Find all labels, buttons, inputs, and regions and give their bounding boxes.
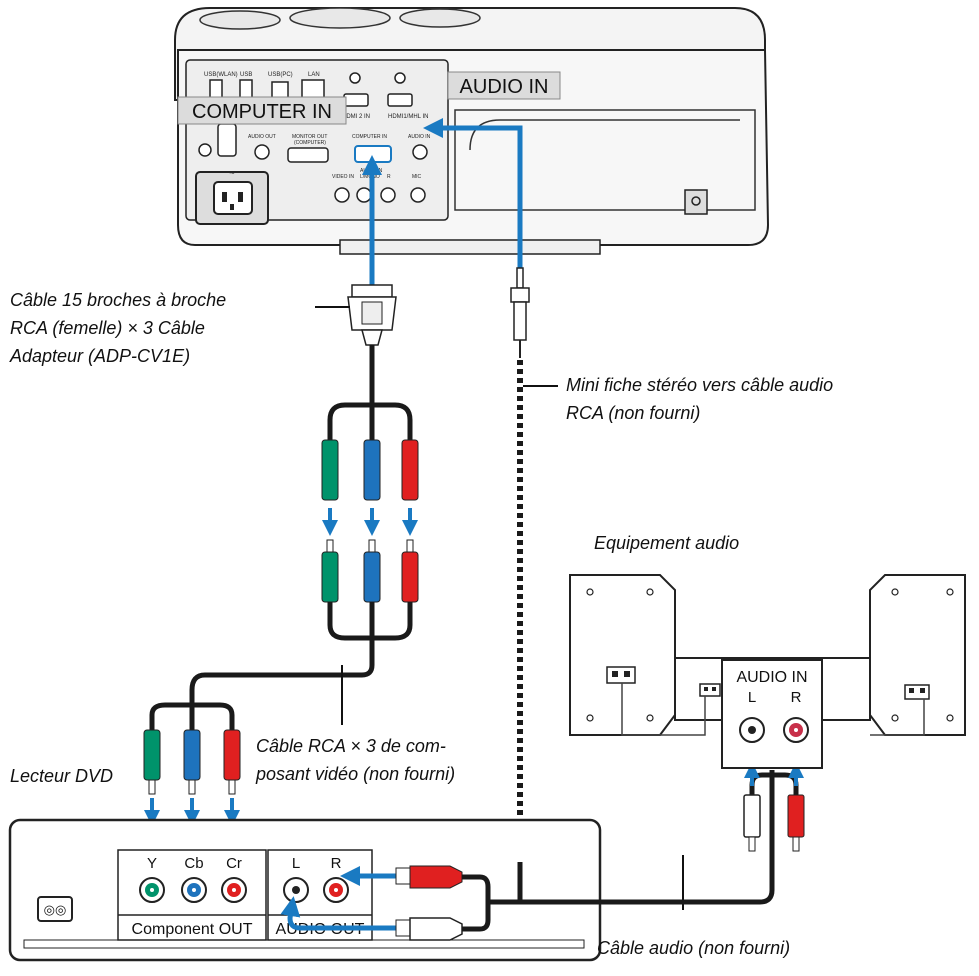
speaker-label-r: R xyxy=(791,689,802,706)
port-label-usb-pc: USB(PC) xyxy=(268,72,293,78)
usb-pc-port[interactable] xyxy=(271,81,289,99)
audio-cable-label: Câble audio (non fourni) xyxy=(597,938,790,958)
port-label-video-in: VIDEO IN xyxy=(332,174,354,180)
dvd-component-out-label: Component OUT xyxy=(132,921,253,938)
security-slot-icon xyxy=(684,189,708,215)
port-label-mic: MIC xyxy=(412,174,422,180)
dvd-player-label: Lecteur DVD xyxy=(10,766,113,786)
right-speaker-terminal-icon xyxy=(904,684,930,700)
hdmi1-port[interactable] xyxy=(387,93,413,107)
port-label-lan: LAN xyxy=(308,72,320,78)
audio-l-port[interactable] xyxy=(356,187,372,203)
speaker-audio-in-label: AUDIO IN xyxy=(736,669,807,686)
port-label-monitor-out: MONITOR OUT xyxy=(292,134,327,140)
power-socket-icon xyxy=(37,896,73,922)
rs232-port[interactable] xyxy=(217,123,237,157)
speaker-label-l: L xyxy=(748,689,756,706)
dvd-player: ◎◎ Y Cb Cr Component OUT L R AUDIO OUT xyxy=(8,818,602,962)
power-inlet-icon xyxy=(213,181,253,215)
projector-connection-arrows xyxy=(362,118,523,285)
adapter-cable xyxy=(143,284,419,826)
right-speaker xyxy=(869,574,966,736)
port-label-monitor-out-sub: (COMPUTER) xyxy=(294,140,326,146)
mic-port[interactable] xyxy=(410,187,426,203)
hdmi2-port[interactable] xyxy=(343,93,369,107)
svg-text:~: ~ xyxy=(229,168,234,178)
dvd-label-cb: Cb xyxy=(184,855,203,872)
mini-plug-cable xyxy=(510,267,530,862)
port-label-usb: USB xyxy=(240,72,252,78)
port-label-hdmi2: HDMI 2 IN xyxy=(342,114,370,120)
blue-female-plug xyxy=(363,439,381,501)
adapter-cable-label-line3: Adapteur (ADP-CV1E) xyxy=(9,346,190,366)
dvd-label-y: Y xyxy=(147,855,157,872)
audio-in-tag-box xyxy=(447,71,561,100)
port-label-usb-wlan: USB(WLAN) xyxy=(204,72,238,78)
monitor-out-port[interactable] xyxy=(287,147,329,163)
dvd-label-cr: Cr xyxy=(226,855,242,872)
audio-in-port[interactable] xyxy=(412,144,428,160)
adapter-cable-label-line1: Câble 15 broches à broche xyxy=(10,290,226,310)
lens-ring-icon xyxy=(199,10,281,30)
audio-in-tag: AUDIO IN xyxy=(460,76,549,98)
computer-in-port[interactable] xyxy=(354,145,392,163)
projector: ~ USB(WLAN) USB USB(PC) LAN HDMI 2 IN HD… xyxy=(174,7,770,255)
video-in-port[interactable] xyxy=(334,187,350,203)
computer-in-tag: COMPUTER IN xyxy=(192,101,332,123)
dvd-label-r: R xyxy=(331,855,342,872)
green-female-plug xyxy=(321,439,339,501)
port-label-audio-out: AUDIO OUT xyxy=(248,134,276,140)
red-female-plug xyxy=(401,439,419,501)
component-cable-label-line1: Câble RCA × 3 de com- xyxy=(256,736,446,756)
dvd-label-l: L xyxy=(292,855,300,872)
component-cable-label-line2: posant vidéo (non fourni) xyxy=(255,764,455,784)
audio-out-port[interactable] xyxy=(254,144,270,160)
port-label-audio-in: AUDIO IN xyxy=(408,134,431,140)
port-label-computer-in: COMPUTER IN xyxy=(352,134,387,140)
dvd-audio-cable xyxy=(280,762,805,941)
port-label-hdmi1: HDMI1/MHL IN xyxy=(388,114,428,120)
audio-equipment-label: Equipement audio xyxy=(594,533,739,553)
audio-r-port[interactable] xyxy=(380,187,396,203)
mini-plug-icon xyxy=(513,301,527,341)
left-speaker-terminal-icon xyxy=(606,666,636,684)
port-label-r: R xyxy=(387,174,391,180)
svg-text:◎◎: ◎◎ xyxy=(44,902,67,917)
mini-plug-label-line1: Mini fiche stéréo vers câble audio xyxy=(566,375,833,395)
mini-plug-label-line2: RCA (non fourni) xyxy=(566,403,700,423)
adapter-cable-label-line2: RCA (femelle) × 3 Câble xyxy=(10,318,205,338)
computer-in-tag-box xyxy=(177,96,347,125)
audio-equipment: AUDIO IN L R xyxy=(569,574,966,769)
annotation-labels: Câble 15 broches à broche RCA (femelle) … xyxy=(9,290,833,958)
